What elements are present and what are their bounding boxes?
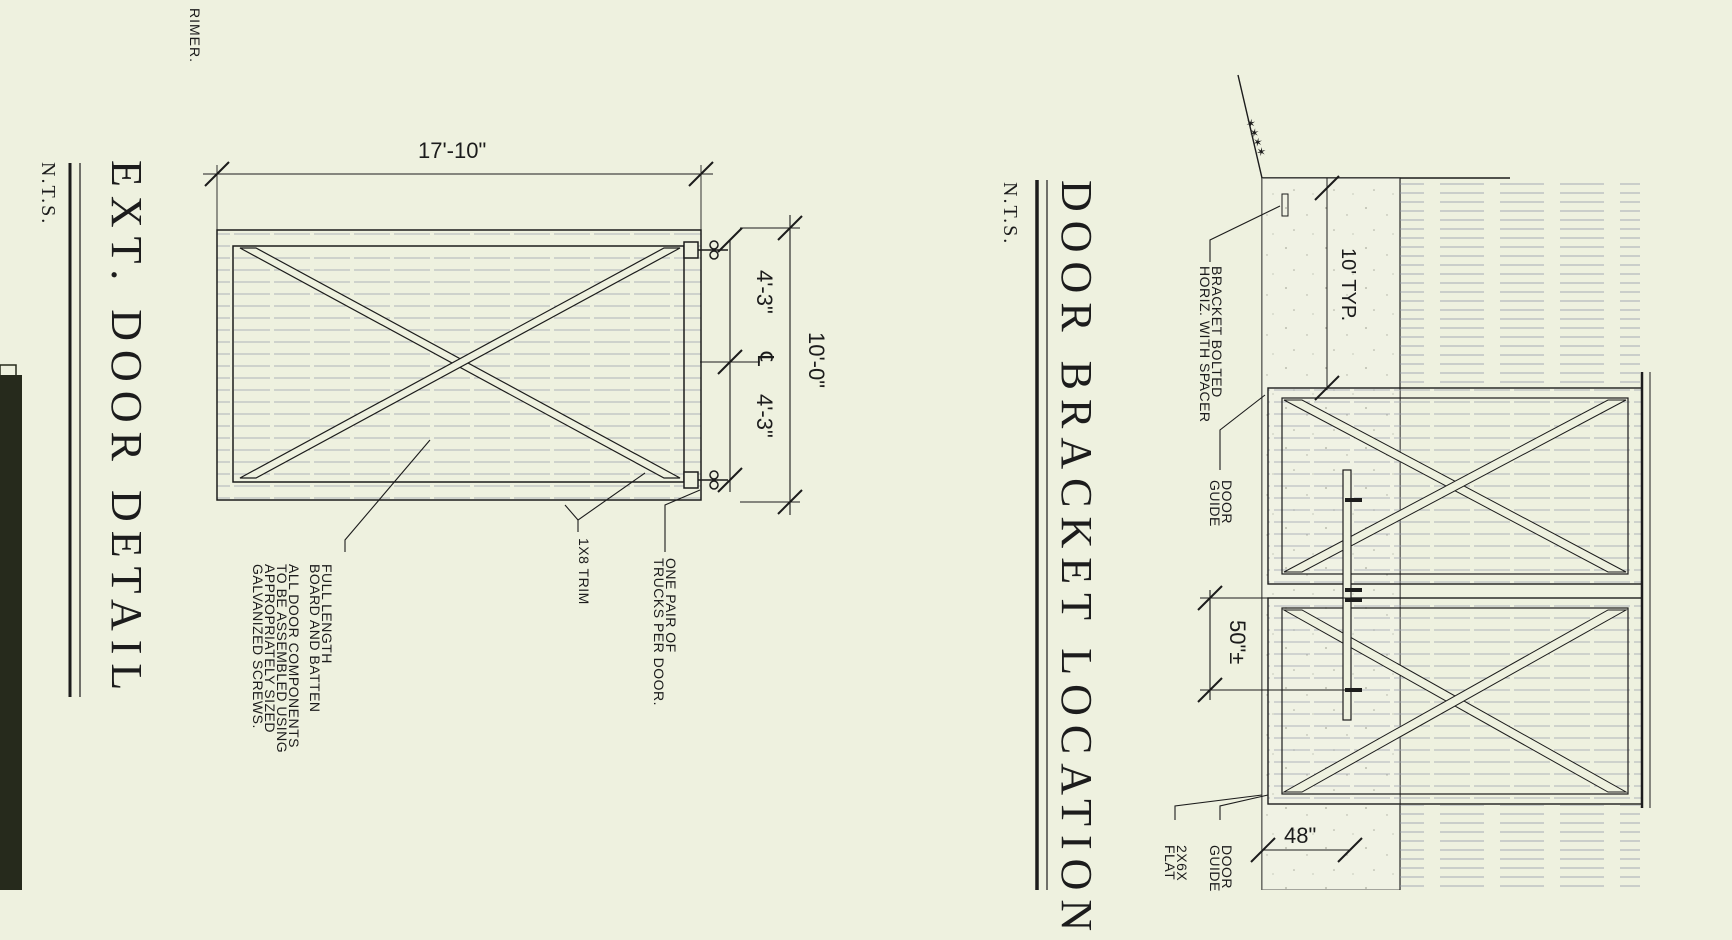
dim-door-height: 10'-0" [804,332,829,389]
centerline-symbol: ℄ [753,352,778,367]
note-bracket: BRACKET BOLTED HORIZ. WITH SPACER [1197,266,1225,423]
note-trucks-line-2: TRUCKS PER DOOR. [651,558,667,707]
note-flat-line-2: FLAT [1162,845,1178,881]
dim-gap: 50"± [1225,620,1250,665]
truck-bottom [683,471,699,489]
dim-top-half: 4'-3" [752,270,777,314]
dim-door-width: 17'-10" [418,138,487,163]
dim-typ: 10' TYP. [1337,248,1359,322]
dim-bottom: 48" [1284,823,1317,848]
note-guide-line-2: GUIDE [1207,480,1223,527]
ext-door-detail-drawing [68,161,803,697]
note-assembly-line-4: GALVANIZED SCREWS. [250,564,266,729]
note-board-line-2: BOARD AND BATTEN [307,564,323,713]
truck-top [683,241,699,259]
edge-note-fragment: RIMER. [187,8,203,63]
door-inner-trim [232,245,685,483]
note-assembly: ALL DOOR COMPONENTS TO BE ASSEMBLED USIN… [250,564,302,753]
note-door-guide: DOOR GUIDE [1207,480,1235,527]
door-batten-diagonal-2 [239,247,681,479]
door-bracket-location-scale: N.T.S. [999,182,1021,246]
ext-door-detail-title: EXT. DOOR DETAIL [102,160,151,700]
note-flat: 2X6X FLAT [1162,845,1190,881]
note-trucks: ONE PAIR OF TRUCKS PER DOOR. [651,558,679,707]
sheet-border-bar [0,375,22,890]
note-trim: 1X8 TRIM [576,538,592,605]
dim-bottom-half: 4'-3" [752,394,777,438]
door-bracket-location-drawing: ✶✶✶✶ [1035,74,1651,890]
ext-door-detail-scale: N.T.S. [37,162,59,226]
door-bracket-location-title: DOOR BRACKET LOCATION [1052,180,1101,940]
drawing-linework: ✶✶✶✶ [0,74,1651,890]
note-guide2-line-2: GUIDE [1207,845,1223,892]
svg-text:✶✶✶✶: ✶✶✶✶ [1242,116,1269,159]
note-board-batten: FULL LENGTH BOARD AND BATTEN [307,564,335,713]
note-bracket-line-2: HORIZ. WITH SPACER [1197,266,1213,423]
note-door-guide-lower: DOOR GUIDE [1207,845,1235,892]
